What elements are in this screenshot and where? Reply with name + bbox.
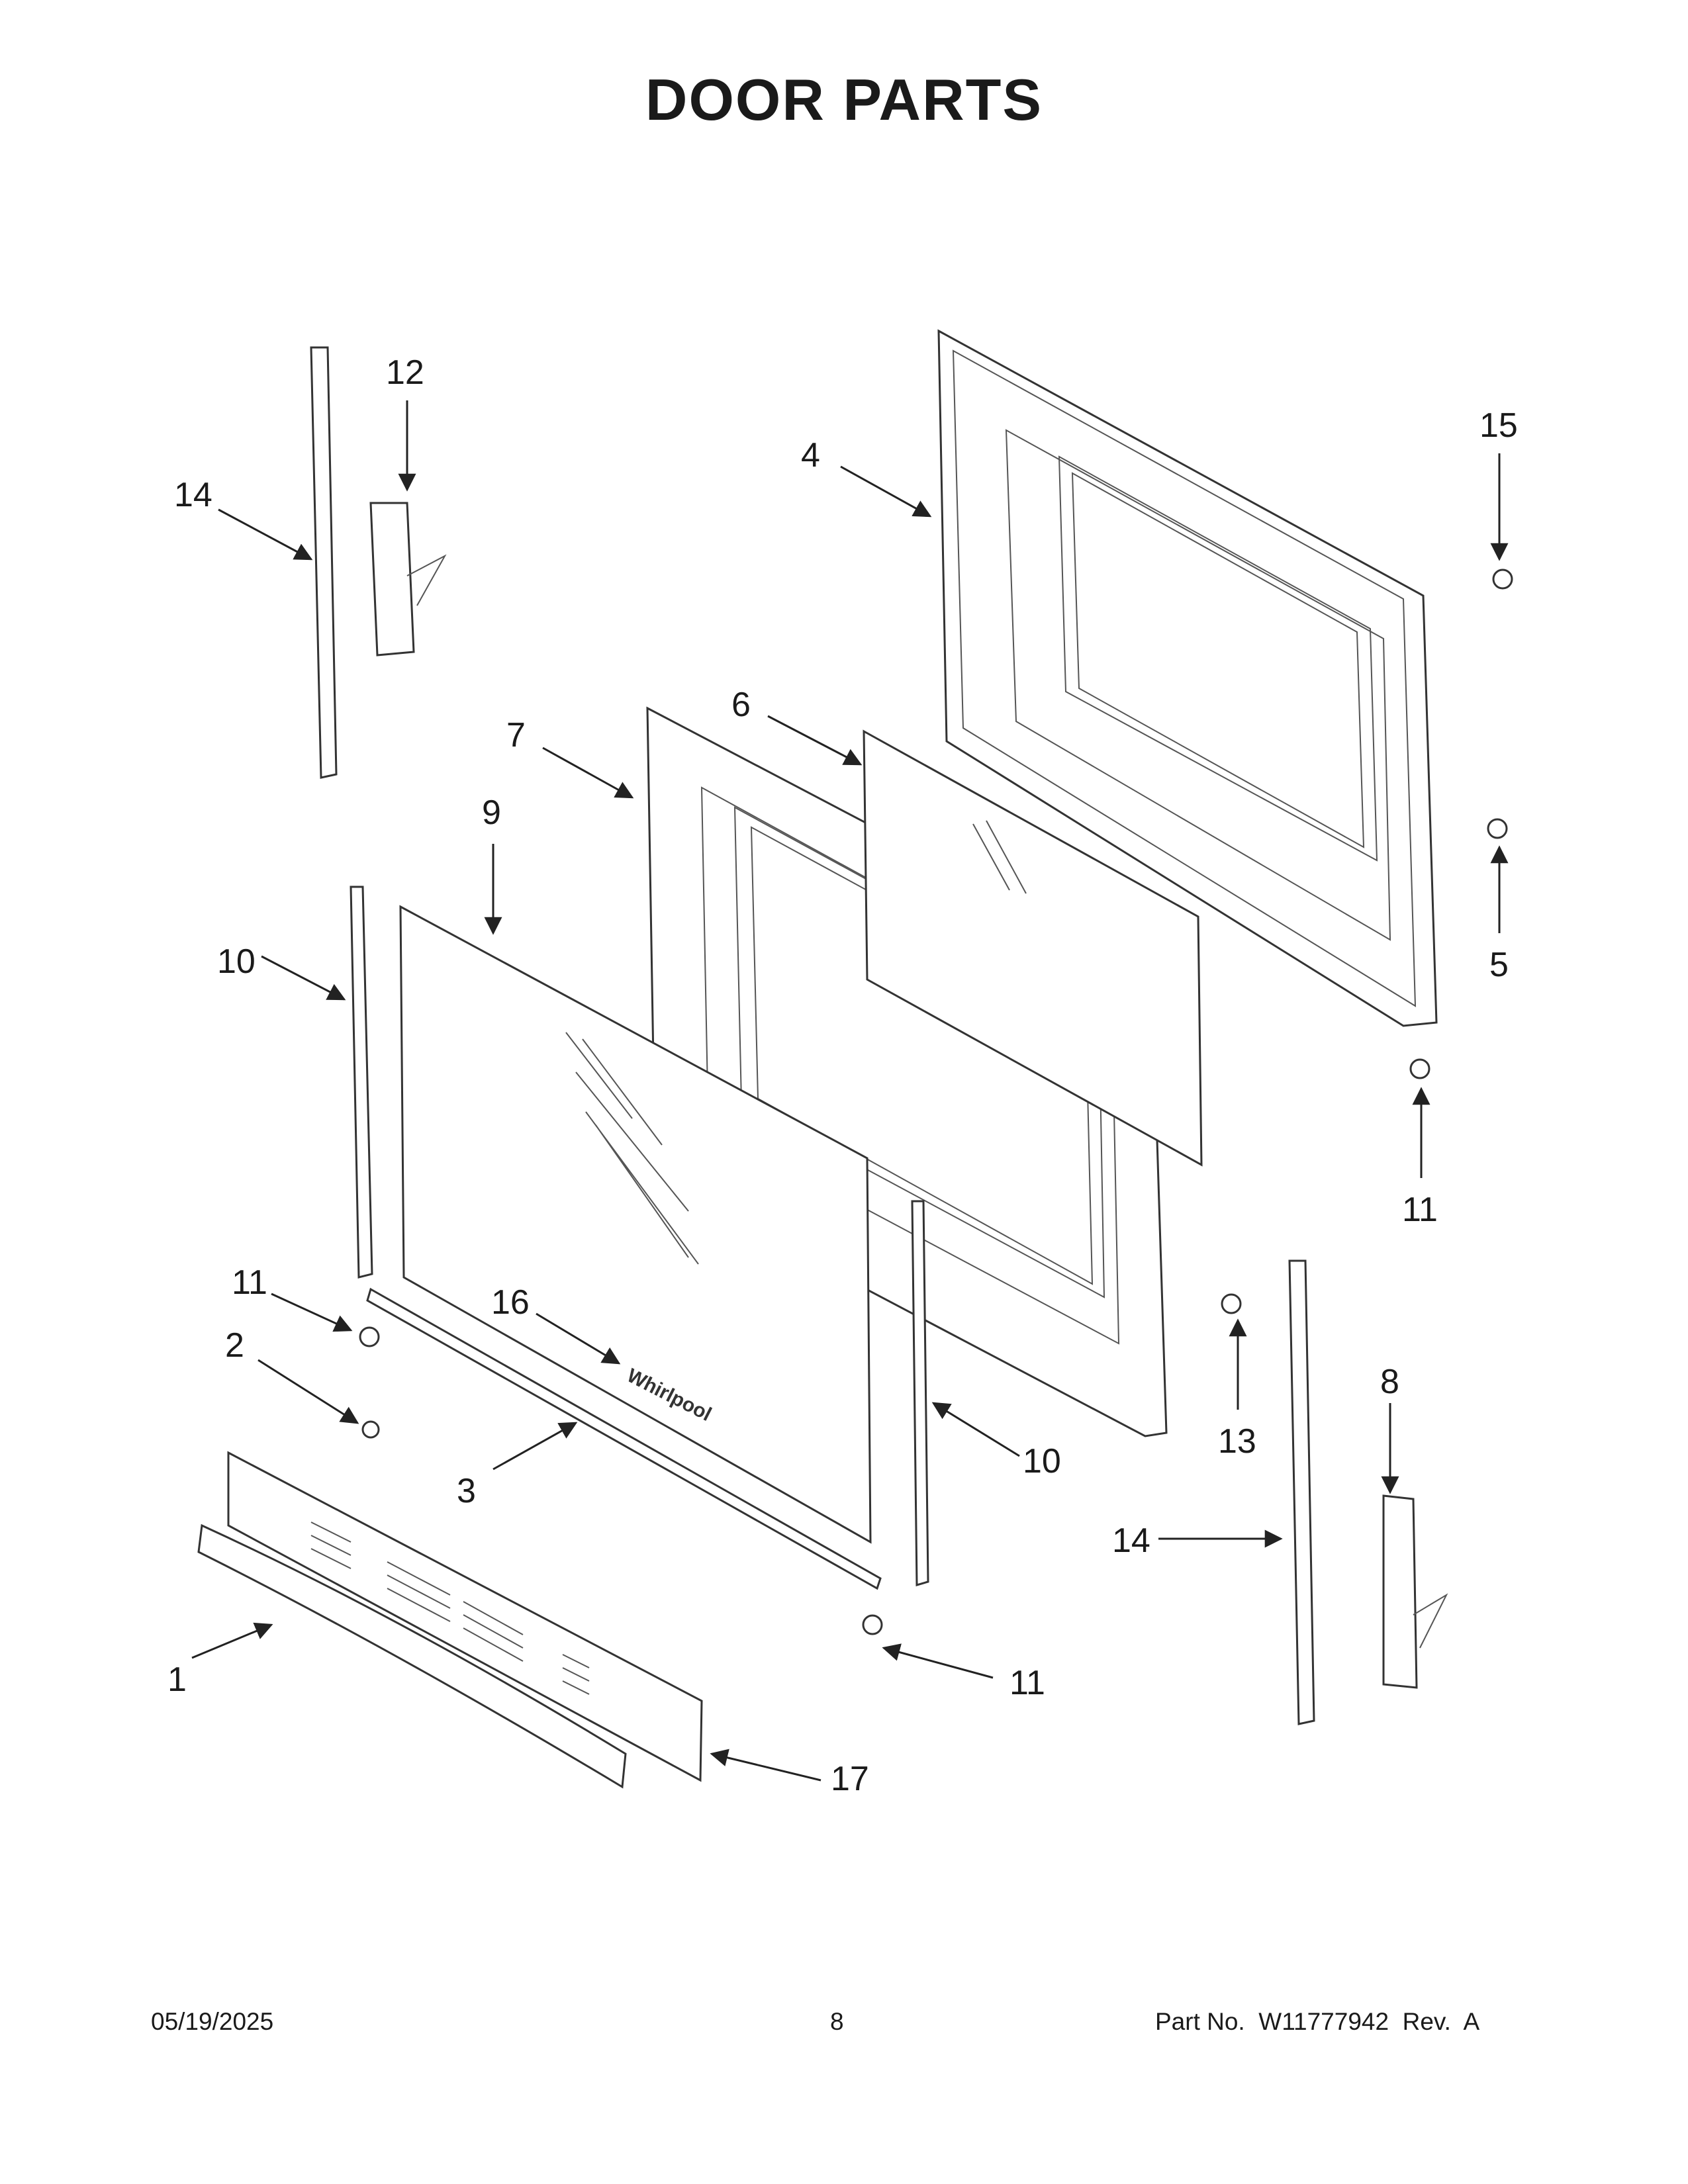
right-side-channel-part (911, 1200, 929, 1586)
callout-4: 4 (801, 436, 820, 475)
callout-7: 7 (506, 716, 526, 754)
callout-11-bottom: 11 (1009, 1664, 1045, 1702)
inner-door-panel-part (937, 329, 1438, 1027)
callout-13: 13 (1218, 1422, 1256, 1461)
vent-panel-part (227, 1451, 703, 1782)
door-handle-part (197, 1524, 627, 1789)
bottom-trim-part (366, 1287, 882, 1590)
callout-10-right: 10 (1023, 1442, 1061, 1480)
callout-9: 9 (482, 794, 501, 832)
callout-3: 3 (457, 1472, 476, 1510)
left-side-channel-part (350, 886, 373, 1279)
outer-glass-part (399, 905, 872, 1544)
page-title: DOOR PARTS (645, 67, 1043, 132)
callout-11-right-top: 11 (1402, 1191, 1438, 1229)
callout-2: 2 (225, 1326, 244, 1365)
middle-glass-part (863, 729, 1203, 1167)
callout-15: 15 (1479, 406, 1518, 445)
hinge-receiver-left-part (310, 346, 338, 779)
callout-10-left: 10 (217, 942, 256, 981)
footer-part-number: Part No. W11777942 Rev. A (1155, 2008, 1480, 2035)
callout-14-right: 14 (1112, 1522, 1150, 1560)
callout-6: 6 (731, 686, 751, 724)
callout-5: 5 (1489, 946, 1509, 984)
leader-lines (191, 400, 1509, 1782)
callout-16: 16 (491, 1283, 530, 1322)
callout-12: 12 (386, 353, 424, 392)
hinge-right-part (1382, 1494, 1448, 1689)
callout-17: 17 (831, 1760, 869, 1798)
callout-14-left: 14 (174, 476, 212, 514)
footer-date: 05/19/2025 (151, 2008, 274, 2035)
callout-11-left: 11 (232, 1263, 267, 1302)
screw-part (359, 569, 1513, 1635)
hinge-receiver-right-part (1288, 1259, 1315, 1725)
hinge-left-part (369, 502, 447, 657)
footer-page-number: 8 (830, 2008, 844, 2035)
callout-1: 1 (167, 1661, 187, 1699)
callout-8: 8 (1380, 1363, 1399, 1401)
